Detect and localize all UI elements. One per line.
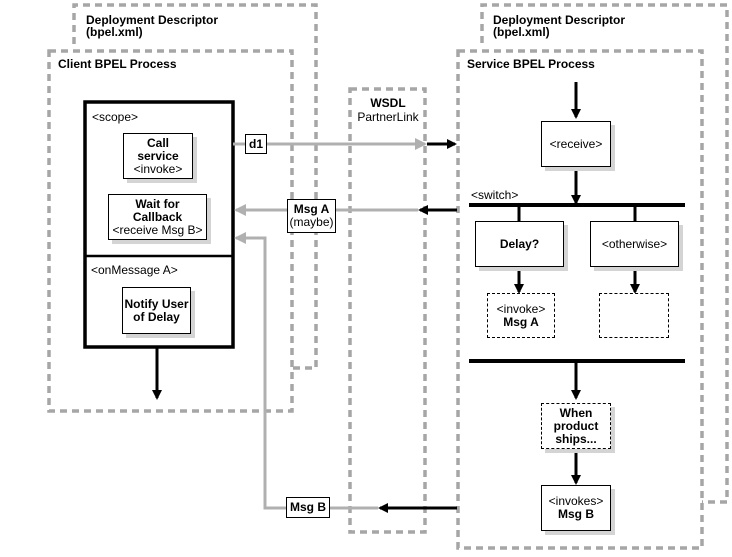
client-deployment-descriptor-title: Deployment Descriptor (86, 13, 219, 27)
service-deployment-descriptor-file: (bpel.xml) (493, 25, 550, 39)
wsdl-partnerlink-frame (348, 87, 427, 534)
client-deployment-descriptor-file: (bpel.xml) (86, 25, 143, 39)
wait-callback-activity[interactable]: Wait for Callback <receive Msg B> (108, 194, 207, 240)
service-deployment-descriptor-title: Deployment Descriptor (493, 13, 626, 27)
invokes-msg-b-line1: <invokes> (548, 494, 604, 508)
otherwise-empty-activity[interactable] (599, 293, 669, 338)
otherwise-case[interactable]: <otherwise> (590, 221, 679, 267)
invoke-msg-a-line2: Msg A (503, 314, 539, 329)
call-service-line3: <invoke> (133, 161, 183, 176)
invoke-msg-a-line1: <invoke> (496, 301, 546, 316)
service-process-frame (456, 49, 704, 550)
invoke-msg-a-activity[interactable]: <invoke> Msg A (487, 293, 555, 338)
delay-case[interactable]: Delay? (475, 221, 564, 267)
call-service-line2: service (137, 148, 179, 163)
scope-label: <scope> (92, 110, 139, 124)
notify-line1: Notify User (124, 296, 189, 311)
when-ships-line2: product (553, 418, 599, 433)
msg-a-name: Msg A (293, 202, 330, 216)
wait-callback-line3: <receive Msg B> (112, 222, 203, 237)
service-process-title: Service BPEL Process (467, 57, 595, 71)
client-process-title: Client BPEL Process (58, 57, 177, 71)
wsdl-title: WSDL (370, 96, 406, 110)
d1-message-tag[interactable]: d1 (245, 134, 267, 154)
wait-callback-line2: Callback (132, 209, 183, 224)
notify-user-activity[interactable]: Notify User of Delay (122, 287, 191, 334)
when-product-ships-activity[interactable]: When product ships... (541, 403, 611, 449)
receive-activity[interactable]: <receive> (541, 121, 611, 167)
scope-container (83, 100, 235, 349)
client-deployment-descriptor-frame (72, 3, 318, 370)
invokes-msg-b-activity[interactable]: <invokes> Msg B (541, 485, 611, 531)
service-deployment-descriptor-frame (480, 3, 729, 504)
msgb-message-line (234, 232, 378, 510)
switch-label: <switch> (471, 188, 519, 202)
on-message-label: <onMessage A> (91, 263, 178, 277)
wait-callback-line1: Wait for (135, 196, 180, 211)
call-service-activity[interactable]: Call service <invoke> (123, 133, 193, 179)
when-ships-line1: When (559, 405, 593, 420)
msg-a-message-tag[interactable]: Msg A (maybe) (287, 199, 336, 233)
when-ships-line3: ships... (555, 431, 597, 446)
call-service-line1: Call (146, 135, 169, 150)
wsdl-subtitle: PartnerLink (357, 110, 419, 124)
msg-b-message-tag[interactable]: Msg B (286, 497, 330, 518)
invokes-msg-b-line2: Msg B (558, 507, 594, 521)
notify-line2: of Delay (133, 309, 180, 324)
msg-a-note: (maybe) (289, 215, 334, 229)
